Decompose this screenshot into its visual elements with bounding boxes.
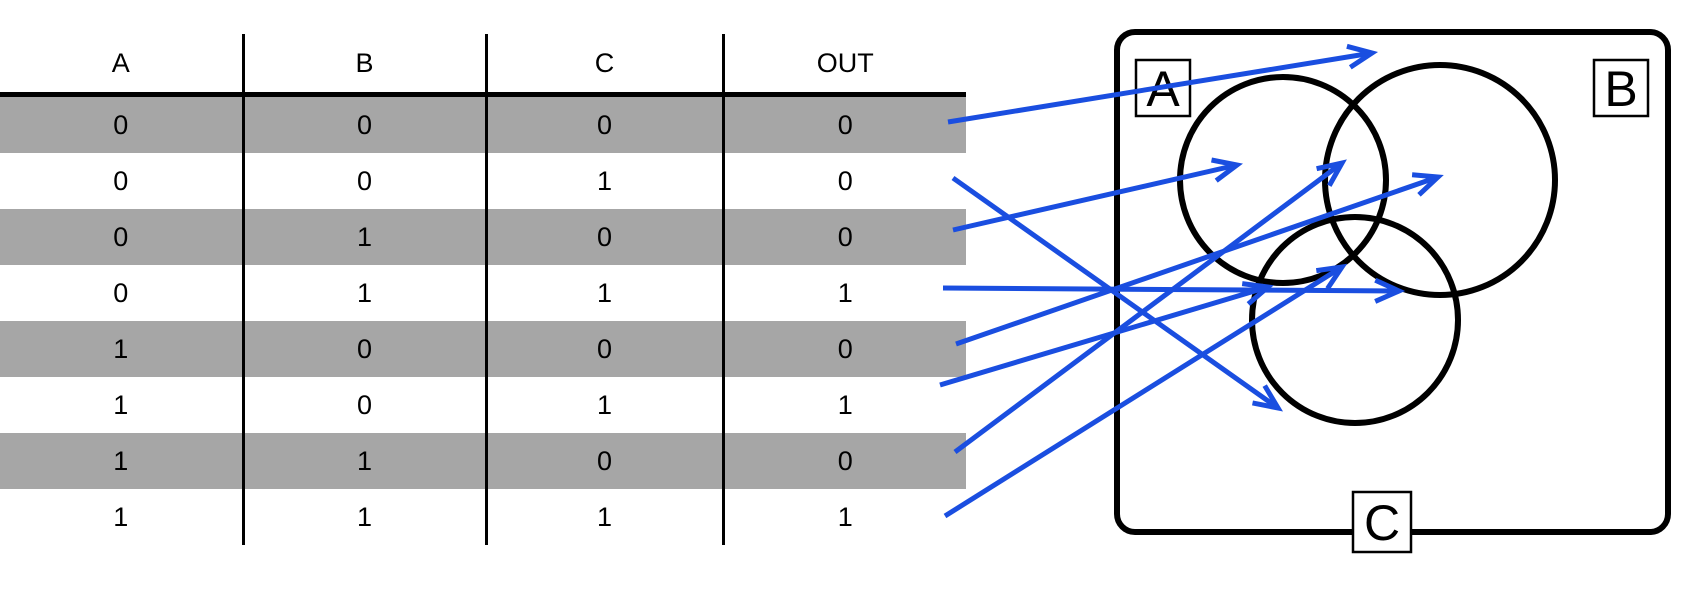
arrow-head (1374, 277, 1406, 304)
cell-c: 1 (484, 489, 723, 545)
mapping-arrow-row-2 (952, 157, 1243, 233)
arrow-head (1411, 172, 1444, 197)
cell-out: 0 (721, 94, 966, 153)
venn-circle-a (1177, 74, 1389, 286)
arrow-head (1316, 159, 1347, 187)
cell-a: 1 (0, 433, 243, 489)
arrow-shaft (952, 162, 1238, 233)
cell-out: 0 (721, 321, 966, 377)
arrow-head (1211, 157, 1243, 183)
cell-a: 1 (0, 321, 243, 377)
mapping-arrow-row-3 (942, 277, 1406, 304)
venn-universe-box (1114, 29, 1671, 535)
mapping-arrow-row-6 (953, 159, 1347, 455)
mapping-arrow-row-0 (947, 43, 1379, 125)
cell-a: 1 (0, 489, 243, 545)
cell-b: 1 (241, 265, 486, 321)
cell-a: 0 (0, 265, 243, 321)
mapping-arrow-row-7 (943, 263, 1348, 519)
cell-out: 0 (721, 433, 966, 489)
arrow-shaft (953, 160, 1344, 455)
cell-out: 1 (721, 489, 966, 545)
arrow-shaft (939, 284, 1269, 388)
cell-out: 1 (721, 265, 966, 321)
table-header-row: A B C OUT (0, 34, 966, 97)
venn-label-box-c (1351, 490, 1413, 554)
cell-b: 1 (241, 209, 486, 265)
cell-c: 1 (484, 377, 723, 433)
arrow-shaft (955, 174, 1439, 347)
cell-out: 1 (721, 377, 966, 433)
cell-out: 0 (721, 153, 966, 209)
cell-a: 1 (0, 377, 243, 433)
cell-out: 0 (721, 209, 966, 265)
mapping-arrow-row-4 (955, 172, 1444, 347)
arrow-head (1346, 43, 1379, 70)
cell-b: 0 (241, 377, 486, 433)
arrow-head (1252, 384, 1284, 412)
cell-c: 0 (484, 321, 723, 377)
cell-a: 0 (0, 94, 243, 153)
venn-circle-b (1322, 62, 1558, 298)
cell-b: 0 (241, 321, 486, 377)
cell-c: 1 (484, 153, 723, 209)
column-header-b: B (241, 34, 486, 97)
truth-table-header: A B C OUT (0, 34, 966, 97)
arrow-shaft (943, 264, 1344, 519)
mapping-arrow-group (939, 43, 1444, 519)
mapping-arrow-row-5 (939, 281, 1274, 388)
arrow-head (1315, 263, 1348, 290)
cell-b: 0 (241, 94, 486, 153)
arrow-shaft (942, 285, 1400, 294)
venn-label-box-b (1592, 58, 1650, 118)
cell-c: 0 (484, 94, 723, 153)
arrow-shaft (947, 50, 1373, 125)
column-header-a: A (0, 34, 243, 97)
cell-c: 1 (484, 265, 723, 321)
arrow-shaft (951, 175, 1280, 411)
cell-b: 1 (241, 489, 486, 545)
cell-a: 0 (0, 153, 243, 209)
cell-b: 1 (241, 433, 486, 489)
cell-b: 0 (241, 153, 486, 209)
column-header-out: OUT (721, 34, 966, 97)
venn-circle-c (1249, 214, 1461, 426)
venn-set-labels: A B C (1134, 58, 1650, 554)
cell-a: 0 (0, 209, 243, 265)
mapping-arrow-row-1 (951, 175, 1284, 412)
venn-label-text-b: B (1604, 61, 1637, 117)
column-header-c: C (484, 34, 723, 97)
venn-label-box-a (1134, 58, 1192, 118)
venn-label-text-c: C (1364, 495, 1400, 551)
venn-label-text-a: A (1146, 61, 1180, 117)
cell-c: 0 (484, 433, 723, 489)
arrow-head (1241, 281, 1274, 306)
cell-c: 0 (484, 209, 723, 265)
